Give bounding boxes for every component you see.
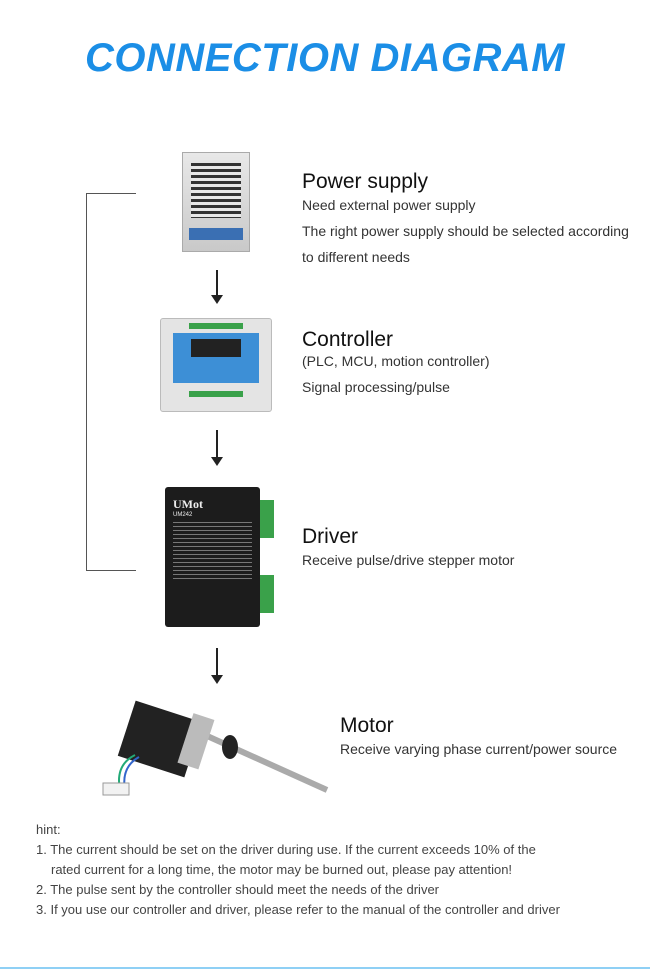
controller-heading: Controller	[302, 328, 394, 351]
description-line: Signal processing/pulse	[302, 379, 450, 395]
motor-heading: Motor	[340, 714, 394, 737]
page-title: CONNECTION DIAGRAM	[84, 36, 566, 80]
hint-item: 1. The current should be set on the driv…	[36, 842, 536, 857]
driver-image: UMot UM242	[165, 487, 260, 627]
motor-image	[102, 700, 329, 796]
controller-image	[160, 318, 272, 412]
driver-terminal	[260, 575, 274, 613]
bottom-divider	[0, 967, 650, 969]
controller-description: (PLC, MCU, motion controller) Signal pro…	[302, 348, 490, 400]
driver-heading: Driver	[302, 525, 358, 548]
hint-label: hint:	[36, 822, 61, 837]
hint-item: 2. The pulse sent by the controller shou…	[36, 882, 439, 897]
power-supply-image	[182, 152, 250, 252]
driver-brand: UMot	[173, 497, 203, 511]
power-supply-description: Need external power supply The right pow…	[302, 192, 629, 270]
feedback-bracket-line	[86, 193, 136, 571]
description-line: Need external power supply	[302, 197, 476, 213]
driver-description: Receive pulse/drive stepper motor	[302, 552, 515, 568]
power-supply-heading: Power supply	[302, 170, 429, 193]
motor-description: Receive varying phase current/power sour…	[340, 741, 618, 757]
driver-model: UM242	[173, 512, 193, 518]
arrow-down-icon	[211, 430, 223, 466]
description-line: (PLC, MCU, motion controller)	[302, 353, 490, 369]
description-line: to different needs	[302, 249, 410, 265]
hint-section: hint: 1. The current should be set on th…	[36, 820, 560, 920]
hint-item: rated current for a long time, the motor…	[51, 862, 513, 877]
description-line: The right power supply should be selecte…	[302, 223, 629, 239]
hint-item: 3. If you use our controller and driver,…	[36, 902, 560, 917]
arrow-down-icon	[211, 648, 223, 684]
driver-terminal	[260, 500, 274, 538]
arrow-down-icon	[211, 270, 223, 304]
